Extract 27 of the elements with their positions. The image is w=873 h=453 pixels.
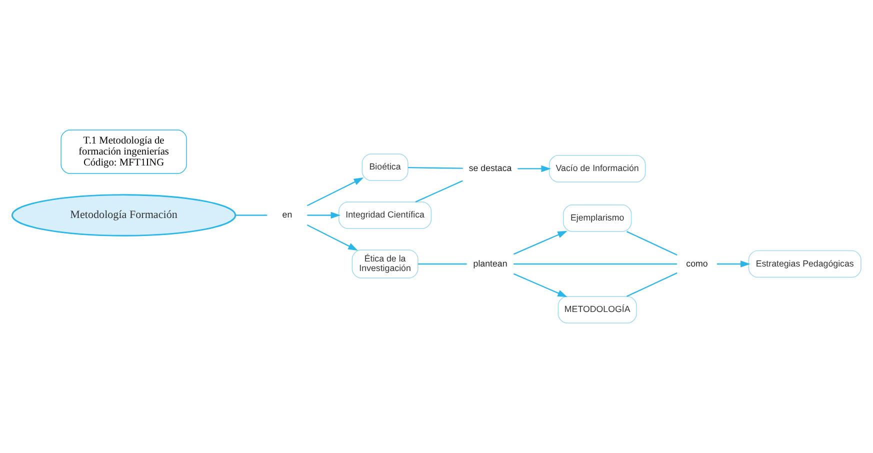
- connector: [418, 263, 467, 265]
- connector: [408, 166, 463, 169]
- node-text: en: [282, 210, 292, 220]
- node-box: Bioética: [362, 154, 408, 181]
- node-box: Integridad Científica: [338, 202, 432, 229]
- node-box: Vacío de Información: [548, 155, 646, 182]
- arrow: [518, 165, 551, 172]
- node-text: plantean: [473, 258, 508, 268]
- connector: [236, 214, 268, 216]
- arrow: [306, 178, 364, 206]
- connector: [415, 180, 463, 202]
- connector: [626, 272, 678, 297]
- node-box: Ejemplarismo: [563, 204, 632, 232]
- connector: [626, 231, 678, 256]
- node-text: como: [686, 258, 708, 268]
- node-box: T.1 Metodología de formación ingenierías Código: MFT1ING: [60, 130, 187, 174]
- arrow: [307, 212, 341, 219]
- node-text: se destaca: [468, 163, 512, 174]
- node-ellipse: Metodología Formación: [11, 194, 236, 236]
- arrow: [717, 260, 750, 268]
- node-box: METODOLOGÍA: [558, 296, 637, 324]
- arrow: [513, 230, 568, 255]
- node-box: Ética de la Investigación: [352, 250, 418, 278]
- arrow: [306, 224, 358, 251]
- connector: [514, 263, 678, 265]
- node-box: Estrategias Pedagógicas: [748, 250, 862, 278]
- arrow: [513, 273, 568, 298]
